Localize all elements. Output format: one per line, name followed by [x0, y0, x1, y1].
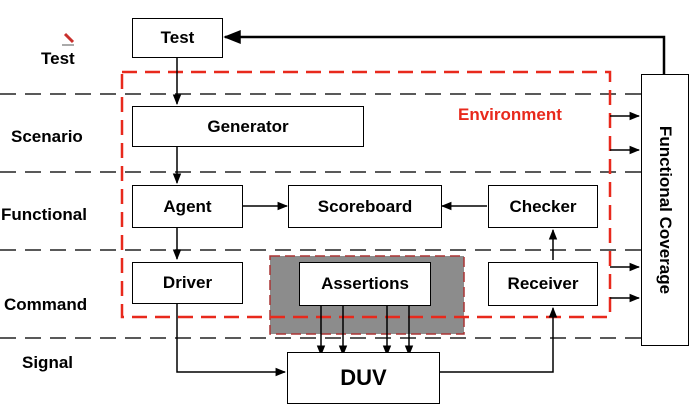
arrow-coverage-to-test [223, 30, 666, 74]
checker-block: Checker [488, 185, 598, 228]
driver-block: Driver [132, 262, 243, 304]
environment-label: Environment [458, 105, 562, 124]
layer-label-signal: Signal [22, 353, 74, 372]
agent-block: Agent [132, 185, 243, 228]
layer-dividers [0, 93, 641, 339]
test-block: Test [132, 18, 223, 58]
pen-icon [62, 32, 75, 46]
assertions-block: Assertions [299, 262, 431, 306]
layer-label-functional: Functional [1, 205, 87, 224]
layer-label-command: Command [4, 295, 88, 314]
connectors [172, 30, 666, 377]
receiver-block: Receiver [488, 262, 598, 306]
layer-label-test: Test [41, 49, 75, 68]
layer-label-scenario: Scenario [11, 127, 83, 146]
duv-block: DUV [287, 352, 440, 404]
generator-block: Generator [132, 106, 364, 147]
functional-coverage-block: Functional Coverage [641, 74, 689, 346]
scoreboard-block: Scoreboard [288, 185, 442, 228]
functional-coverage-label: Functional Coverage [656, 125, 675, 295]
environment-boundary [120, 70, 612, 319]
arrow-duv-to-receiver [440, 306, 558, 373]
arrow-driver-to-duv [176, 304, 287, 377]
